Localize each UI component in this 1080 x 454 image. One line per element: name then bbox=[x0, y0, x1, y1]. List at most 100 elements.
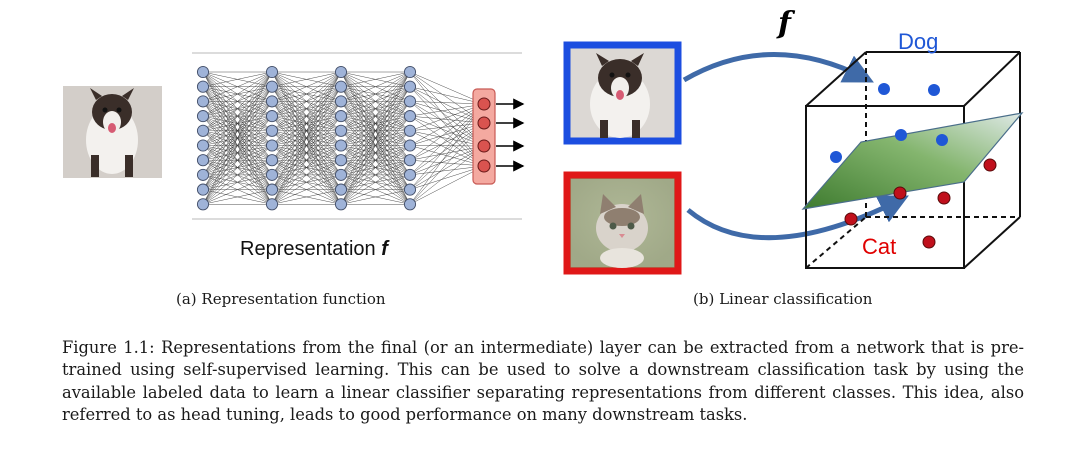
dog-photo-small bbox=[63, 86, 162, 178]
network-nodes bbox=[196, 65, 417, 211]
network-edge bbox=[340, 71, 411, 102]
network-edge bbox=[409, 86, 485, 147]
network-node bbox=[196, 80, 210, 93]
network-node bbox=[196, 95, 210, 108]
network-edge bbox=[202, 101, 273, 205]
output-nodes bbox=[477, 97, 491, 173]
dog-photo-blue-frame bbox=[563, 41, 682, 145]
network-node bbox=[265, 168, 279, 181]
dog-to-space-arrow bbox=[682, 52, 874, 83]
network-node bbox=[334, 183, 348, 196]
output-node bbox=[477, 97, 491, 111]
network-edge bbox=[409, 101, 485, 167]
network-edges bbox=[202, 71, 485, 205]
network-edge bbox=[202, 189, 273, 205]
network-node bbox=[196, 110, 210, 123]
network-edge bbox=[340, 145, 411, 205]
dog-points bbox=[830, 83, 948, 163]
network-node bbox=[403, 80, 417, 93]
network-node bbox=[196, 65, 210, 79]
network-edge bbox=[340, 130, 411, 205]
network-node bbox=[196, 183, 210, 196]
network-edge bbox=[271, 160, 342, 205]
network-node bbox=[334, 168, 348, 181]
network-node bbox=[403, 110, 417, 123]
network-node bbox=[403, 124, 417, 137]
neural-network bbox=[192, 52, 525, 220]
feature-space-cube bbox=[805, 51, 1021, 269]
network-edge bbox=[409, 103, 485, 132]
subcaption-b: (b) Linear classification bbox=[693, 290, 873, 308]
network-edge bbox=[202, 174, 273, 205]
network-node bbox=[334, 154, 348, 167]
network-edge bbox=[409, 103, 485, 146]
network-edge bbox=[202, 86, 273, 205]
network-edge bbox=[409, 103, 485, 117]
dog-class-label: Dog bbox=[898, 29, 939, 54]
network-edge bbox=[409, 122, 485, 132]
network-edge bbox=[271, 71, 342, 190]
network-edge bbox=[409, 145, 485, 161]
network-edge bbox=[409, 101, 485, 124]
network-edge bbox=[340, 189, 411, 205]
network-edge bbox=[409, 122, 485, 176]
figure-caption: Figure 1.1: Representations from the fin… bbox=[62, 338, 1024, 425]
network-node bbox=[403, 168, 417, 181]
cat-photo-red-frame bbox=[563, 171, 682, 275]
network-edge bbox=[202, 115, 273, 205]
network-edge bbox=[202, 71, 273, 131]
network-edge bbox=[202, 71, 273, 190]
network-edge bbox=[271, 130, 342, 205]
network-edge bbox=[202, 71, 273, 146]
network-node bbox=[403, 154, 417, 167]
network-edge bbox=[271, 101, 342, 205]
network-node bbox=[265, 139, 279, 152]
network-node bbox=[403, 198, 417, 211]
network-edge bbox=[271, 71, 342, 87]
network-edge bbox=[340, 115, 411, 205]
network-edge bbox=[340, 71, 411, 190]
cat-to-space-arrow bbox=[686, 195, 909, 241]
network-edge bbox=[340, 101, 411, 205]
network-edge bbox=[340, 174, 411, 205]
network-edge bbox=[409, 165, 485, 176]
network-edge bbox=[409, 103, 485, 190]
network-edge bbox=[409, 130, 485, 147]
network-edge bbox=[409, 130, 485, 167]
network-edge bbox=[409, 145, 485, 167]
network-edge bbox=[202, 71, 273, 117]
network-edge bbox=[271, 174, 342, 205]
network-edge bbox=[202, 71, 273, 176]
network-edge bbox=[271, 145, 342, 205]
arrow-f-label: f bbox=[778, 6, 791, 41]
network-edge bbox=[409, 145, 485, 147]
network-edge bbox=[271, 71, 342, 146]
network-edge bbox=[409, 71, 485, 147]
network-edge bbox=[409, 122, 485, 205]
network-edge bbox=[271, 86, 342, 205]
network-edge bbox=[409, 86, 485, 105]
output-node bbox=[477, 116, 491, 130]
network-node bbox=[334, 65, 348, 79]
network-edge bbox=[409, 115, 485, 167]
network-edge bbox=[409, 122, 485, 146]
network-edge bbox=[340, 71, 411, 176]
network-edge bbox=[409, 122, 485, 190]
network-edge bbox=[340, 71, 411, 131]
network-edge bbox=[409, 86, 485, 167]
network-node bbox=[265, 65, 279, 79]
network-edge bbox=[271, 71, 342, 131]
network-edge bbox=[409, 122, 485, 161]
network-edge bbox=[271, 71, 342, 176]
network-edge bbox=[202, 71, 273, 161]
network-edge bbox=[409, 145, 485, 190]
network-node bbox=[334, 95, 348, 108]
network-node bbox=[403, 139, 417, 152]
network-edge bbox=[340, 71, 411, 117]
network-node bbox=[196, 168, 210, 181]
network-edge bbox=[409, 71, 485, 124]
network-edge bbox=[340, 71, 411, 87]
network-edge bbox=[271, 71, 342, 102]
network-node bbox=[403, 95, 417, 108]
network-node bbox=[334, 198, 348, 211]
